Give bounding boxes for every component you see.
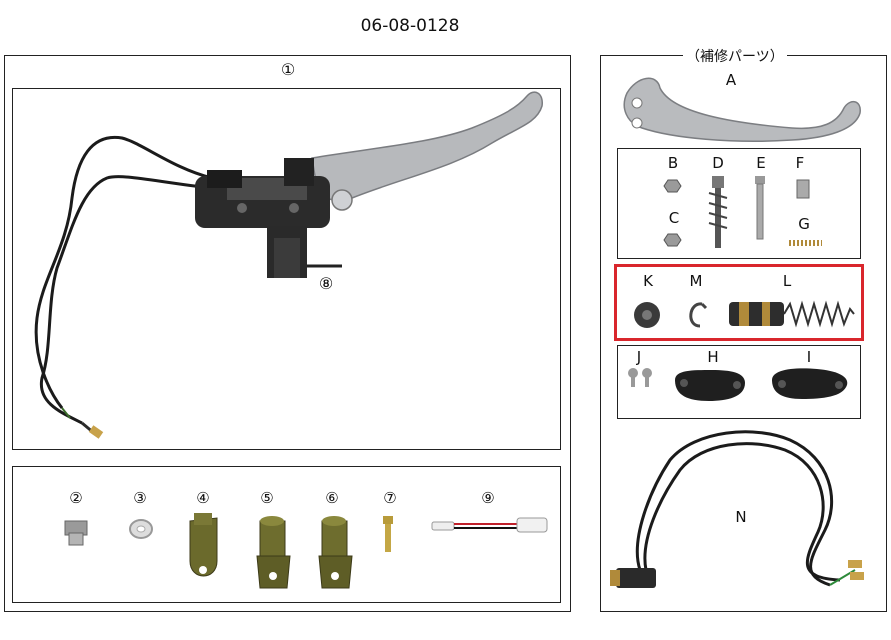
part-label-6: ⑥ xyxy=(325,489,339,507)
master-cylinder-illustration xyxy=(34,91,543,439)
part-label-B: B xyxy=(667,154,679,172)
accessory-parts-illustration xyxy=(64,513,548,589)
part-label-C: C xyxy=(668,209,680,227)
part-label-3: ③ xyxy=(133,489,147,507)
part-label-5: ⑤ xyxy=(260,489,274,507)
part-label-G: G xyxy=(798,215,810,233)
accessory-parts-frame xyxy=(12,466,561,603)
master-cylinder-photo-frame xyxy=(12,88,561,450)
part-label-1: ① xyxy=(280,60,296,79)
small-parts-illustration xyxy=(663,176,822,248)
part-label-I: I xyxy=(806,348,812,366)
part-label-2: ② xyxy=(69,489,83,507)
lever-illustration xyxy=(623,77,861,142)
small-parts-group xyxy=(617,148,861,259)
part-label-L: L xyxy=(782,272,792,290)
highlighted-parts-group xyxy=(614,264,864,341)
part-label-8: ⑧ xyxy=(318,274,334,293)
part-label-M: M xyxy=(689,272,703,290)
part-label-E: E xyxy=(756,154,766,172)
part-label-N: N xyxy=(735,508,747,526)
document-title: 06-08-0128 xyxy=(360,16,460,36)
cap-parts-illustration xyxy=(628,368,848,401)
part-label-D: D xyxy=(712,154,724,172)
part-label-7: ⑦ xyxy=(383,489,397,507)
repair-parts-title: （補修パーツ） xyxy=(683,46,787,66)
cap-parts-group xyxy=(617,345,861,419)
part-label-K: K xyxy=(643,272,653,290)
part-label-9: ⑨ xyxy=(481,489,495,507)
part-label-J: J xyxy=(636,348,642,366)
part-label-H: H xyxy=(707,348,719,366)
brake-switch-cable-illustration xyxy=(610,430,864,588)
part-label-A: A xyxy=(725,71,737,89)
part-label-4: ④ xyxy=(196,489,210,507)
main-parts-panel xyxy=(4,55,571,612)
part-label-F: F xyxy=(795,154,805,172)
seal-clip-piston-illustration xyxy=(634,300,855,328)
